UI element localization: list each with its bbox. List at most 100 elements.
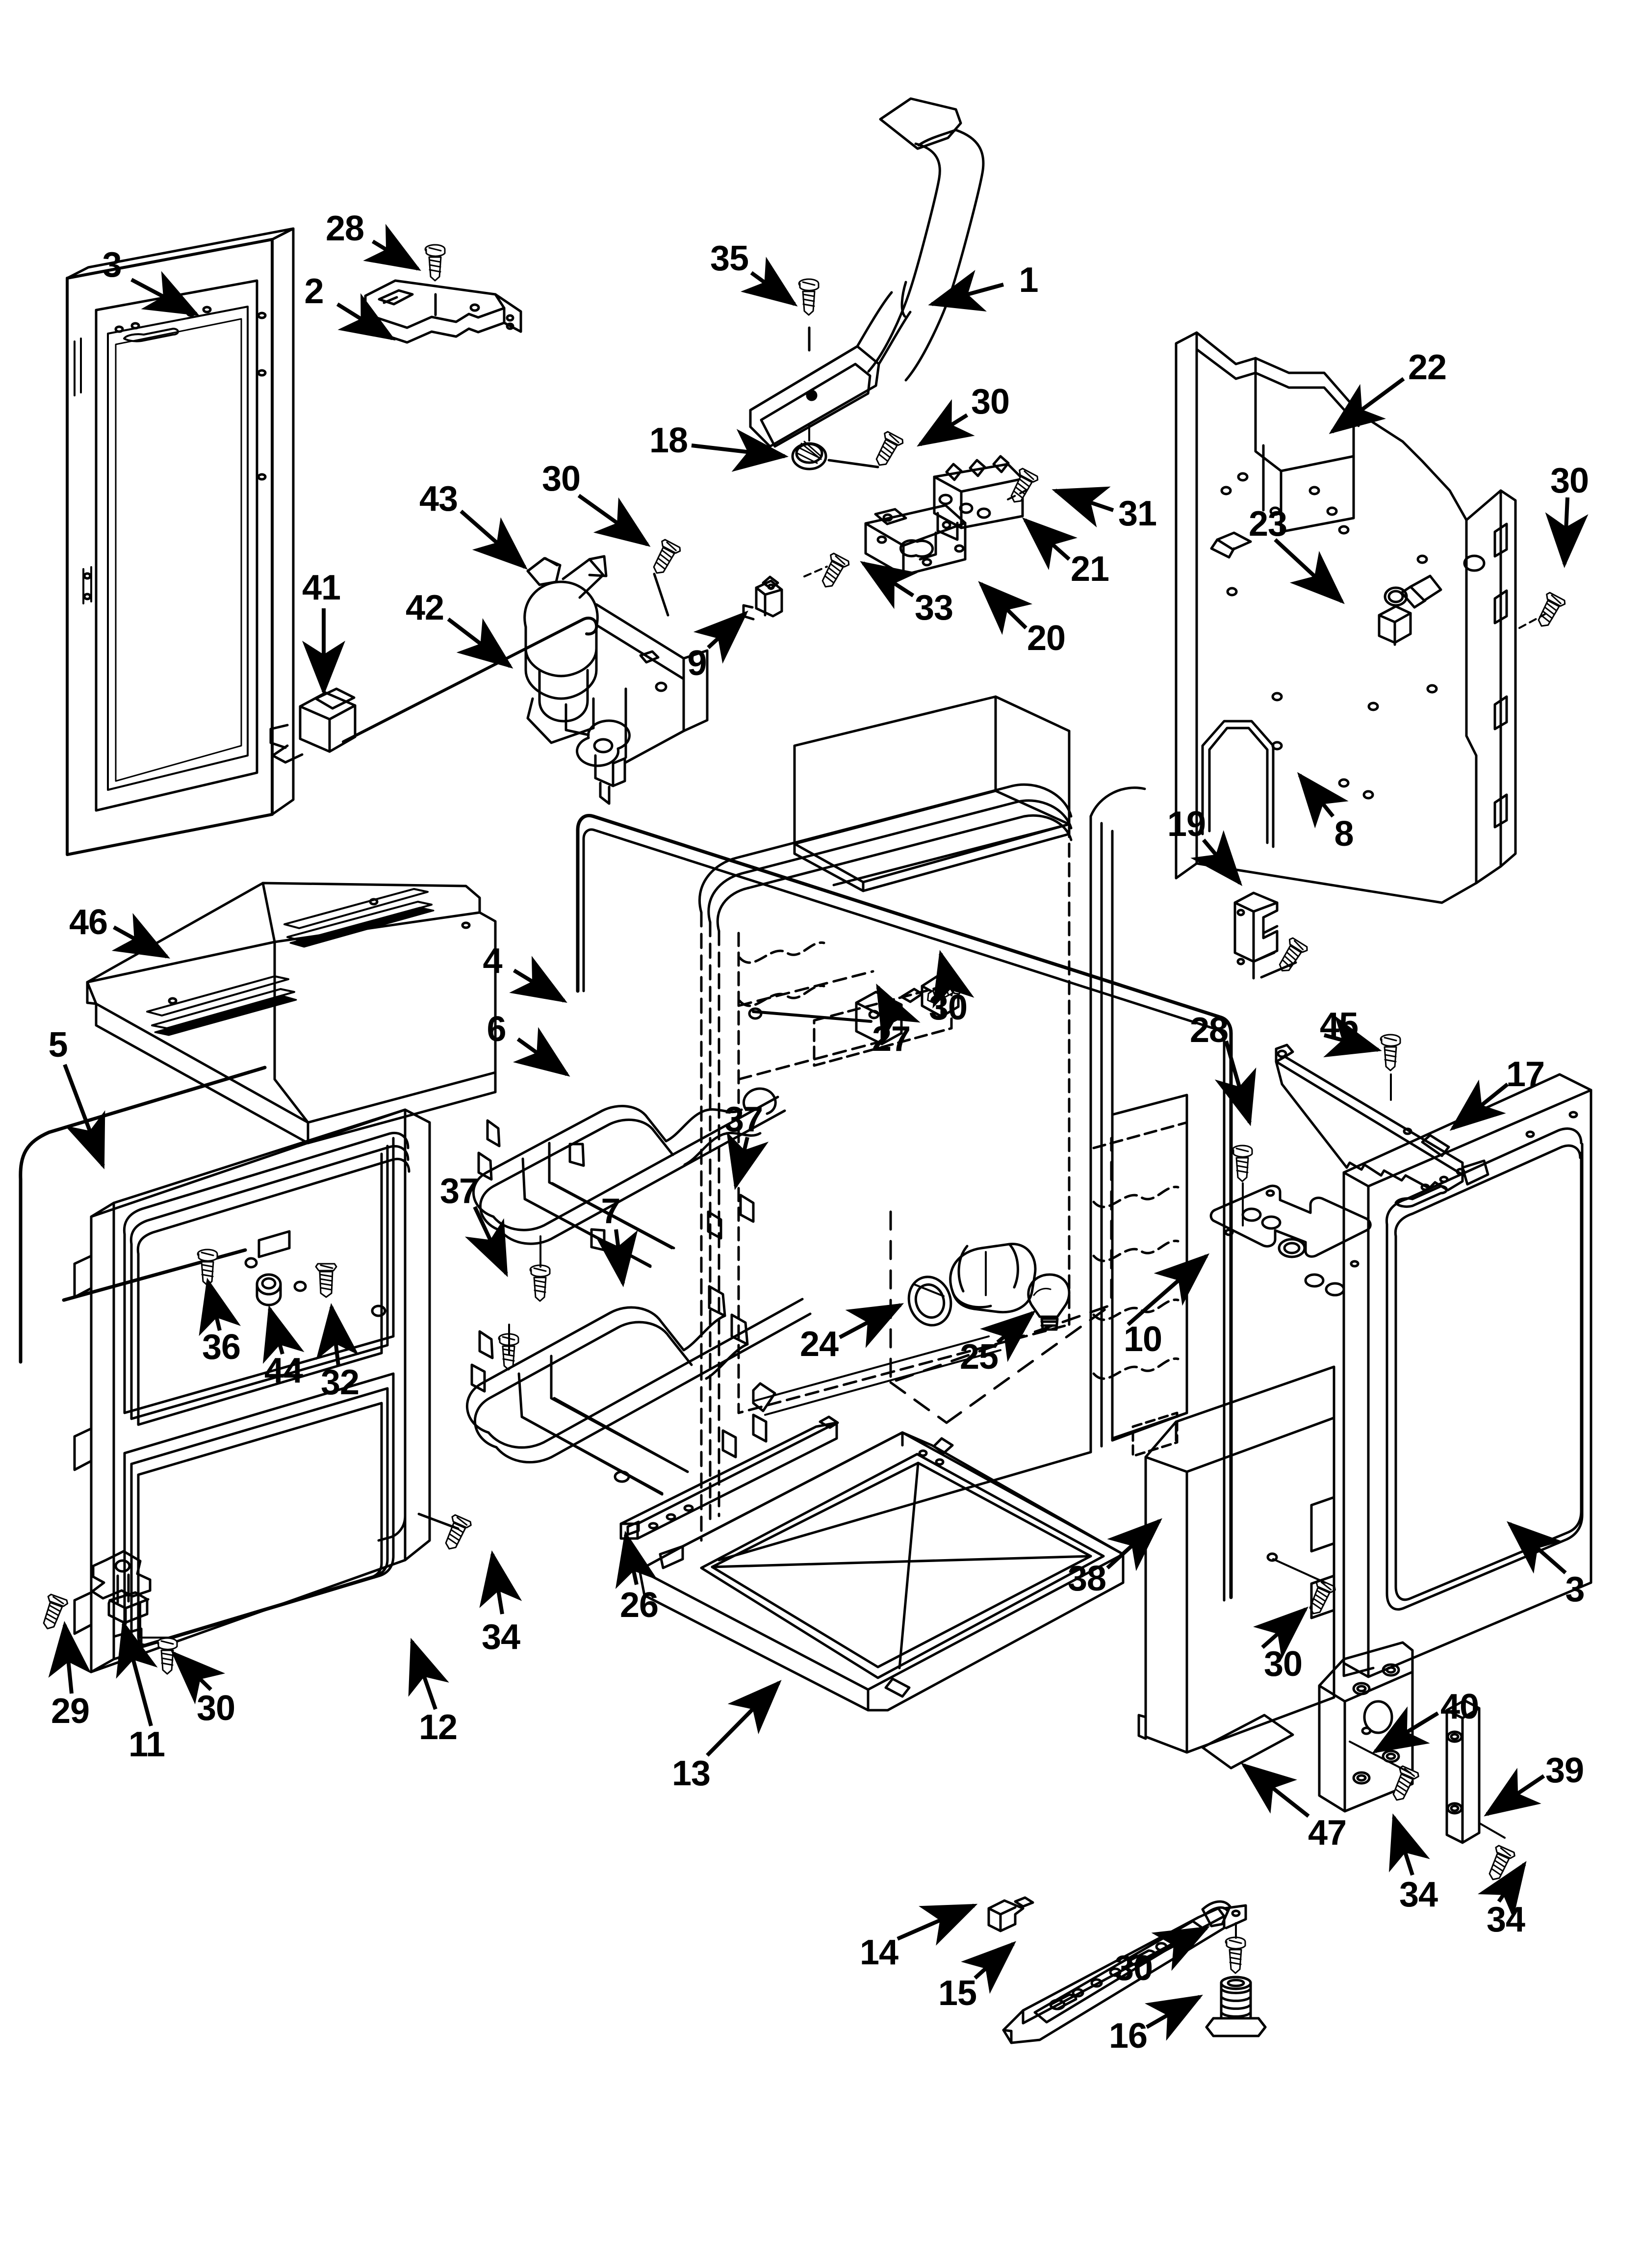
callout-30-screw-side: 30 xyxy=(1263,1644,1303,1684)
callout-9-clip: 9 xyxy=(687,644,707,683)
callout-14-clip: 14 xyxy=(859,1933,898,1972)
part-41-clip xyxy=(269,687,357,764)
part-1-handle xyxy=(749,97,985,448)
callout-27-sensor: 27 xyxy=(872,1019,911,1059)
part-10-bracket-plate xyxy=(1209,1184,1372,1297)
callout-30-screw-top: 30 xyxy=(971,382,1010,421)
part-30-screw-right-door xyxy=(1266,1552,1336,1618)
part-40-bracket xyxy=(1318,1641,1414,1813)
part-36-screw xyxy=(198,1250,217,1285)
callout-30-screw-leg: 30 xyxy=(196,1689,235,1728)
callout-3-right-panel: 3 xyxy=(1565,1570,1585,1609)
callout-30-screw-lock: 30 xyxy=(541,459,581,498)
part-14-clip xyxy=(987,1896,1034,1932)
callout-6-bake-element: 6 xyxy=(487,1010,506,1049)
part-8-rear-panel xyxy=(1175,331,1517,904)
callout-29-screw: 29 xyxy=(51,1692,90,1731)
part-30-screw-a xyxy=(827,431,904,470)
part-37-screw-b xyxy=(499,1324,518,1370)
oven-cavity xyxy=(698,695,1188,1562)
callout-47-label: 47 xyxy=(1308,1813,1347,1852)
callout-5-gasket: 5 xyxy=(48,1025,68,1065)
part-2-bracket xyxy=(364,279,522,344)
part-3-left-panel-frame xyxy=(66,227,295,856)
callout-44-plug: 44 xyxy=(264,1351,303,1390)
callout-34-screw-left: 34 xyxy=(481,1617,520,1657)
part-7-broil-element xyxy=(466,1285,812,1496)
callout-38-side-panel: 38 xyxy=(1067,1559,1106,1598)
callout-33-screw: 33 xyxy=(914,588,953,627)
callout-18-grommet: 18 xyxy=(649,421,688,460)
part-5-gasket xyxy=(19,1066,267,1364)
part-28-screw-right xyxy=(1232,1146,1252,1226)
callout-19-bracket: 19 xyxy=(1167,805,1206,844)
part-35-screw xyxy=(799,279,819,352)
callout-30-screw-sensor: 30 xyxy=(928,988,968,1027)
part-18-grommet xyxy=(791,425,827,470)
callout-20-bracket: 20 xyxy=(1026,619,1066,658)
callout-37-screw-upper: 37 xyxy=(724,1100,763,1139)
callout-39-strike-plate: 39 xyxy=(1545,1751,1584,1790)
callout-42-rod: 42 xyxy=(405,588,444,627)
callout-16-leveling-foot: 16 xyxy=(1108,2016,1148,2056)
callout-32-screw: 32 xyxy=(320,1363,359,1402)
part-24-light-cover xyxy=(949,1243,1037,1314)
callout-22-rear-cover: 22 xyxy=(1408,348,1447,387)
callout-28-screw: 28 xyxy=(325,209,364,248)
part-43-lock-motor xyxy=(523,555,709,805)
part-44-plug xyxy=(256,1273,282,1306)
part-45-screw-a xyxy=(1260,937,1308,979)
part-31-screw xyxy=(1005,468,1039,507)
callout-31-screw: 31 xyxy=(1118,494,1157,533)
callout-28-screw-right: 28 xyxy=(1189,1011,1229,1050)
callout-23-bushing: 23 xyxy=(1248,504,1287,544)
part-33-screw xyxy=(803,552,850,592)
leader-arrows xyxy=(48,224,1589,2041)
part-42-rod xyxy=(342,616,598,743)
callout-43-lock-motor: 43 xyxy=(419,479,458,519)
callout-34-screw-right: 34 xyxy=(1486,1900,1525,1939)
callout-10-bracket-plate: 10 xyxy=(1123,1320,1162,1359)
part-34-screw-a xyxy=(417,1512,472,1553)
part-37-screw-a xyxy=(530,1235,550,1301)
callout-30-screw-rear: 30 xyxy=(1550,461,1589,500)
part-47-label xyxy=(1201,1714,1294,1770)
part-30-screw-f xyxy=(1226,1922,1245,1973)
part-38-side-panel xyxy=(1137,1365,1335,1754)
callout-8-rear-panel: 8 xyxy=(1334,814,1354,854)
callout-36-pin: 36 xyxy=(202,1328,241,1367)
callout-2-bracket: 2 xyxy=(304,272,324,311)
part-39-strike-plate xyxy=(1445,1699,1481,1844)
part-32-screw xyxy=(316,1264,336,1297)
part-3-right-panel-frame xyxy=(1342,1073,1592,1678)
part-21-terminal-block xyxy=(933,455,1024,541)
callout-41-clip: 41 xyxy=(302,568,341,607)
callout-35-screw: 35 xyxy=(710,239,749,278)
callout-15-glide-rail: 15 xyxy=(938,1974,977,2013)
part-34-screw-c xyxy=(1478,1822,1516,1884)
part-20-bracket xyxy=(864,504,967,576)
callout-4-gasket-rod: 4 xyxy=(483,941,502,981)
part-23-bushing xyxy=(1378,605,1412,646)
callout-45-screw: 45 xyxy=(1319,1006,1359,1045)
callout-7-broil-element: 7 xyxy=(601,1192,620,1231)
callout-11-leveling-leg: 11 xyxy=(128,1725,165,1764)
callout-17-hinge: 17 xyxy=(1506,1055,1545,1094)
callout-13-bottom-panel: 13 xyxy=(671,1754,711,1793)
callout-3-left-panel: 3 xyxy=(102,245,122,285)
part-9-clip xyxy=(742,575,783,621)
callout-1-handle: 1 xyxy=(1019,261,1038,300)
callout-12-left-door: 12 xyxy=(418,1708,458,1747)
part-19-bracket xyxy=(1233,891,1279,980)
part-4-gasket-rod xyxy=(576,814,1233,1602)
callout-21-terminal-block: 21 xyxy=(1070,549,1109,589)
part-45-screw-b xyxy=(1381,1035,1400,1101)
part-16-leveling-foot xyxy=(1205,1976,1267,2037)
part-28-screw-topleft xyxy=(425,245,445,316)
callout-25-bulb: 25 xyxy=(959,1337,999,1377)
part-24-light-bezel xyxy=(907,1276,952,1327)
part-34-screw-b xyxy=(1349,1741,1420,1804)
callout-34-screw-mid: 34 xyxy=(1399,1875,1438,1914)
